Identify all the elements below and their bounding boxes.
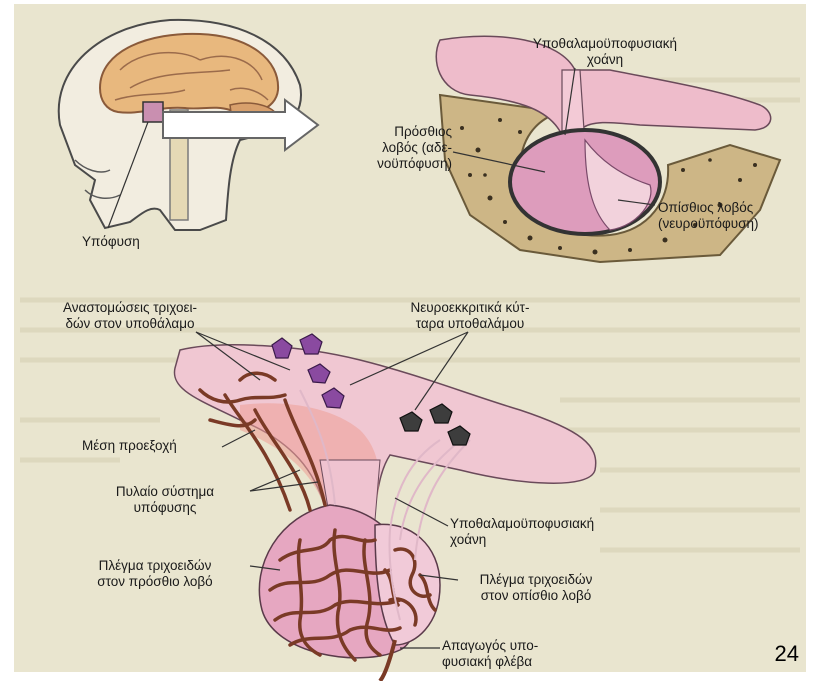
label-anastomoses: Αναστομώσεις τριχοει- δών στον υποθάλαμο <box>50 300 210 332</box>
label-vein-line1: Απαγωγός υπο- <box>442 638 538 654</box>
label-portal-system: Πυλαίο σύστημα υπόφυσης <box>80 484 250 516</box>
label-posterior-plexus: Πλέγμα τριχοειδών στον οπίσθιο λοβό <box>456 572 616 604</box>
label-anterior-lobe: Πρόσθιος λοβός (αδε- νοϋπόφυση) <box>340 124 452 172</box>
label-plexus-post-line1: Πλέγμα τριχοειδών <box>456 572 616 588</box>
label-anastomoses-line2: δών στον υποθάλαμο <box>50 316 210 332</box>
label-vein-line2: φυσιακή φλέβα <box>442 654 538 670</box>
label-anterior-line1: Πρόσθιος <box>340 124 452 140</box>
label-posterior-lobe: Οπίσθιος λοβός (νευροϋπόφυση) <box>658 200 759 232</box>
label-anastomoses-line1: Αναστομώσεις τριχοει- <box>50 300 210 316</box>
label-neurosecretory-line2: ταρα υποθαλάμου <box>385 316 555 332</box>
label-stalk-bottom-line1: Υποθαλαμοϋποφυσιακή <box>450 516 594 532</box>
label-stalk-bottom-line2: χοάνη <box>450 532 594 548</box>
label-stalk-top-line1: Υποθαλαμοϋποφυσιακή <box>520 36 690 52</box>
label-efferent-vein: Απαγωγός υπο- φυσιακή φλέβα <box>442 638 538 670</box>
label-plexus-ant-line1: Πλέγμα τριχοειδών <box>60 558 250 574</box>
label-portal-line1: Πυλαίο σύστημα <box>80 484 250 500</box>
label-posterior-line1: Οπίσθιος λοβός <box>658 200 759 216</box>
label-pituitary: Υπόφυση <box>82 234 140 250</box>
label-stalk-bottom: Υποθαλαμοϋποφυσιακή χοάνη <box>450 516 594 548</box>
pituitary-location-box <box>143 102 163 122</box>
label-anterior-plexus: Πλέγμα τριχοειδών στον πρόσθιο λοβό <box>60 558 250 590</box>
label-plexus-post-line2: στον οπίσθιο λοβό <box>456 588 616 604</box>
label-stalk-top: Υποθαλαμοϋποφυσιακή χοάνη <box>520 36 690 68</box>
label-posterior-line2: (νευροϋπόφυση) <box>658 216 759 232</box>
label-stalk-top-line2: χοάνη <box>520 52 690 68</box>
label-anterior-line2: λοβός (αδε- <box>340 140 452 156</box>
label-neurosecretory-line1: Νευροεκκριτικά κύτ- <box>385 300 555 316</box>
label-neurosecretory-cells: Νευροεκκριτικά κύτ- ταρα υποθαλάμου <box>385 300 555 332</box>
label-portal-line2: υπόφυσης <box>80 500 250 516</box>
label-plexus-ant-line2: στον πρόσθιο λοβό <box>60 574 250 590</box>
page-number: 24 <box>775 641 799 667</box>
label-anterior-line3: νοϋπόφυση) <box>340 156 452 172</box>
label-median-eminence: Μέση προεξοχή <box>82 438 177 454</box>
